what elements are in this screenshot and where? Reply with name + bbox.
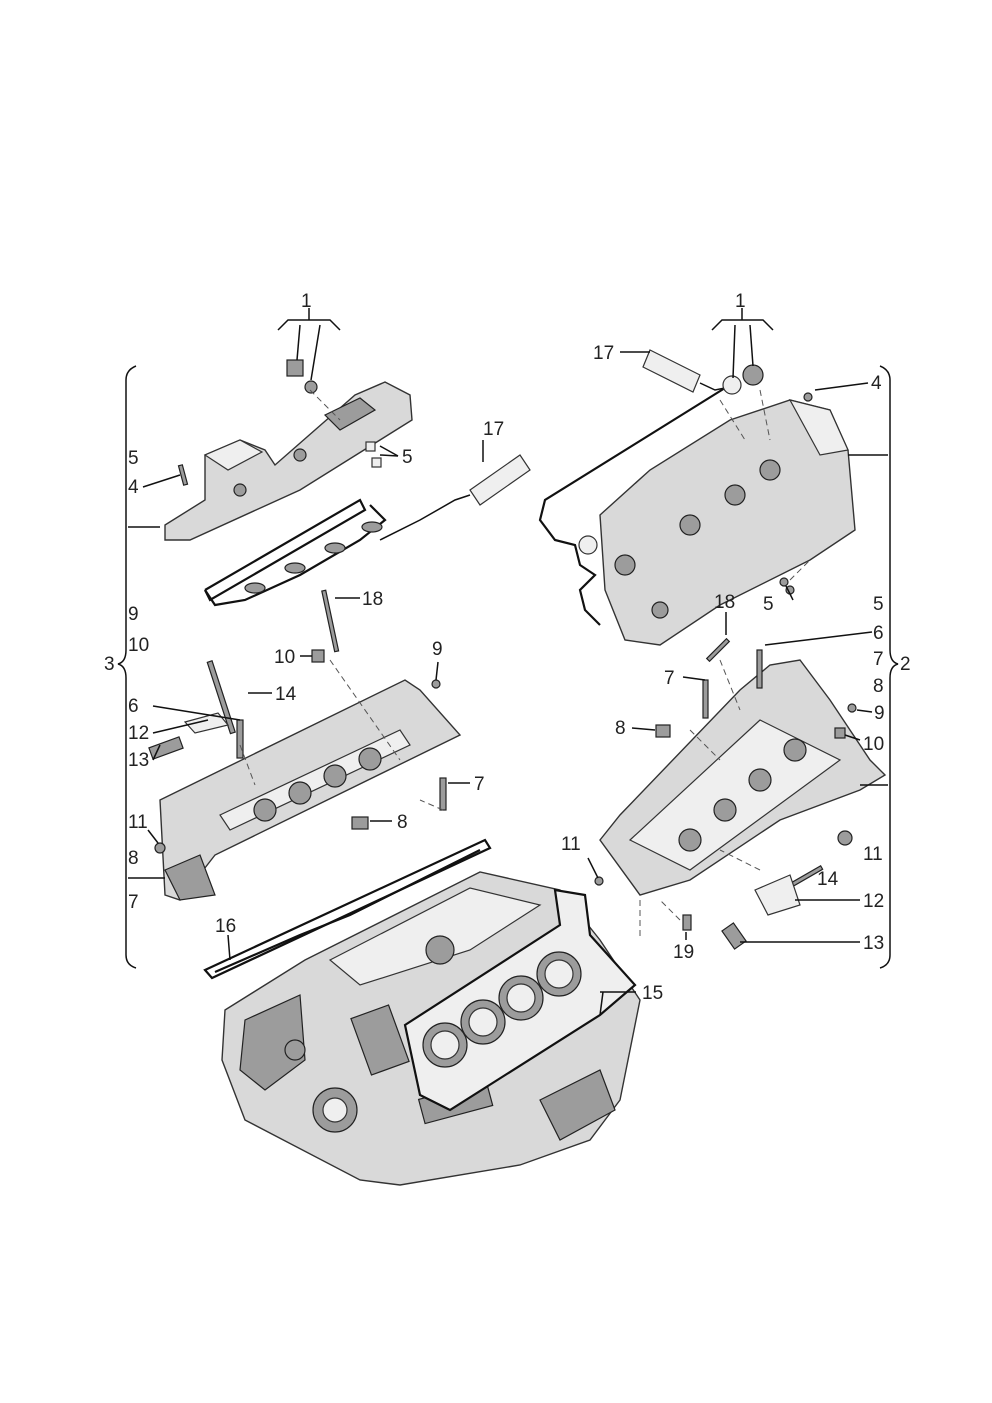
right-cylinder-head-cover — [599, 399, 856, 646]
callout-8-left-group: 8 — [128, 848, 139, 869]
callout-14-right: 14 — [817, 869, 839, 890]
right-cover-gasket — [538, 387, 726, 626]
callout-10-right: 10 — [863, 734, 884, 755]
left-item1-brace — [277, 308, 341, 331]
right-group-brace — [879, 365, 899, 969]
callout-10-left-group: 10 — [128, 635, 149, 656]
callout-18-right: 18 — [714, 592, 735, 613]
callout-12-right: 12 — [863, 891, 884, 912]
callout-labels: 1 1 17 4 17 5 5 4 18 5 5 18 9 6 10 9 10 … — [104, 291, 911, 1004]
cylinder-head-gasket — [403, 888, 637, 1112]
callout-17-left: 17 — [483, 419, 504, 440]
callout-12-left: 12 — [128, 723, 149, 744]
callout-16: 16 — [215, 916, 236, 937]
callout-5-left-cover: 5 — [402, 447, 413, 468]
callout-11-right-b: 11 — [863, 844, 883, 865]
callout-13-left: 13 — [128, 750, 149, 771]
callout-1-right: 1 — [735, 291, 746, 312]
leader-lines — [128, 324, 888, 1016]
callout-11-left: 11 — [128, 812, 148, 833]
callout-1-left: 1 — [301, 291, 312, 312]
callout-19: 19 — [673, 942, 694, 963]
callout-5-right-cover: 5 — [763, 594, 774, 615]
callout-14-left: 14 — [275, 684, 297, 705]
sealant-tube-right — [642, 349, 726, 393]
callout-9-right: 9 — [874, 703, 885, 724]
callout-13-right: 13 — [863, 933, 884, 954]
left-group-brace — [117, 365, 137, 969]
callout-11-right-a: 11 — [561, 834, 581, 855]
left-small-parts — [148, 359, 447, 854]
callout-3: 3 — [104, 654, 115, 675]
callout-4-left: 4 — [128, 477, 139, 498]
right-small-parts-top — [722, 364, 813, 595]
left-cover-gasket — [204, 498, 387, 607]
sealant-tube-left — [379, 454, 531, 541]
callout-9-left: 9 — [432, 639, 443, 660]
assembly-dashed-lines — [239, 389, 811, 940]
callout-6-right: 6 — [873, 623, 884, 644]
left-cylinder-head — [159, 679, 462, 901]
callout-10-left: 10 — [274, 647, 295, 668]
callout-7-left: 7 — [474, 774, 485, 795]
callout-9-left-group: 9 — [128, 604, 139, 625]
callout-5-right-group: 5 — [873, 594, 884, 615]
callout-7-right-group: 7 — [873, 649, 884, 670]
callout-5-left-group: 5 — [128, 448, 139, 469]
left-cylinder-head-cover — [164, 381, 413, 541]
callout-17-right: 17 — [593, 343, 614, 364]
callout-8-left: 8 — [397, 812, 408, 833]
callout-2: 2 — [900, 654, 911, 675]
head-gasket-left — [203, 838, 492, 980]
callout-8-right: 8 — [615, 718, 626, 739]
callout-8-right-group: 8 — [873, 676, 884, 697]
right-cylinder-head — [599, 659, 887, 896]
callout-18-left: 18 — [362, 589, 383, 610]
callout-6-left: 6 — [128, 696, 139, 717]
callout-7-left-group: 7 — [128, 892, 139, 913]
callout-4-right: 4 — [871, 373, 882, 394]
callout-15: 15 — [642, 983, 663, 1004]
callout-7-right: 7 — [664, 668, 675, 689]
right-item1-brace — [711, 308, 774, 331]
